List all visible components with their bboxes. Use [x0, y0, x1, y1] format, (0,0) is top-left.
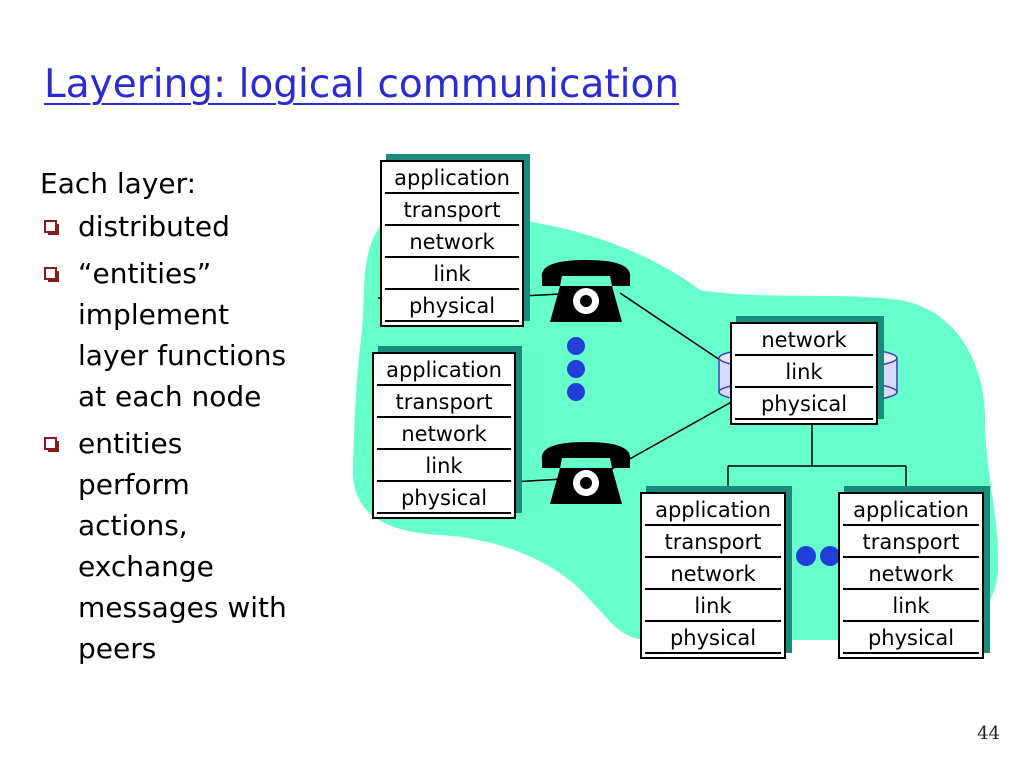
bullet-text: distributed	[78, 210, 230, 243]
layer-network: network	[385, 229, 519, 258]
layer-transport: transport	[377, 389, 511, 418]
layer-link: link	[385, 261, 519, 290]
layer-application: application	[385, 165, 519, 194]
bullet-section: Each layer: distributed “entities” imple…	[40, 164, 340, 675]
layer-application: application	[645, 497, 781, 526]
telephone-icon	[541, 260, 631, 322]
bullet-square-icon	[44, 267, 59, 282]
layer-application: application	[843, 497, 979, 526]
stack-body: application transport network link physi…	[838, 492, 984, 659]
stack-body: application transport network link physi…	[372, 352, 516, 519]
layer-link: link	[735, 359, 873, 388]
layer-transport: transport	[385, 197, 519, 226]
host-protocol-stack: application transport network link physi…	[640, 486, 792, 659]
ellipsis-dots-icon	[796, 546, 840, 566]
host-protocol-stack: application transport network link physi…	[380, 154, 530, 327]
layer-transport: transport	[843, 529, 979, 558]
layer-physical: physical	[385, 293, 519, 322]
bullet-square-icon	[44, 220, 59, 235]
layer-network: network	[843, 561, 979, 590]
bullet-item-entities-implement: “entities” implement layer functions at …	[40, 253, 340, 417]
bullet-intro: Each layer:	[40, 167, 197, 200]
page-number: 44	[977, 723, 1000, 744]
stack-body: application transport network link physi…	[380, 160, 524, 327]
layer-physical: physical	[377, 485, 511, 514]
layer-physical: physical	[645, 625, 781, 654]
slide-title: Layering: logical communication	[44, 62, 680, 107]
layer-physical: physical	[843, 625, 979, 654]
layer-network: network	[735, 327, 873, 356]
bullet-square-icon	[44, 437, 59, 452]
bullet-item-entities-perform: entities perform actions, exchange messa…	[40, 423, 340, 669]
stack-body: application transport network link physi…	[640, 492, 786, 659]
ellipsis-dots-icon	[567, 337, 585, 401]
layer-link: link	[645, 593, 781, 622]
telephone-icon	[541, 442, 631, 504]
host-protocol-stack: application transport network link physi…	[838, 486, 990, 659]
layer-link: link	[843, 593, 979, 622]
layer-network: network	[377, 421, 511, 450]
layer-application: application	[377, 357, 511, 386]
bullet-text: “entities” implement layer functions at …	[78, 257, 287, 413]
host-protocol-stack: application transport network link physi…	[372, 346, 522, 519]
bullet-item-distributed: distributed	[40, 206, 340, 247]
layer-transport: transport	[645, 529, 781, 558]
layer-link: link	[377, 453, 511, 482]
layer-physical: physical	[735, 391, 873, 420]
bullet-list: distributed “entities” implement layer f…	[40, 206, 340, 669]
bullet-text: entities perform actions, exchange messa…	[78, 427, 287, 665]
layer-network: network	[645, 561, 781, 590]
router-protocol-stack: network link physical	[730, 316, 884, 425]
stack-body: network link physical	[730, 322, 878, 425]
